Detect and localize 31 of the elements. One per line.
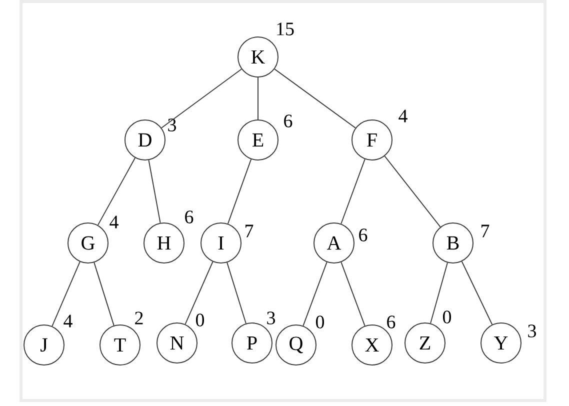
weight-label: 7 [246, 224, 254, 238]
weight-label: 6 [359, 228, 368, 242]
weight-label: 3 [168, 118, 176, 132]
weight-label: 3 [267, 312, 275, 324]
tree-edge [227, 158, 252, 224]
weight-label: 7 [482, 224, 490, 238]
tree-edge [384, 156, 441, 228]
tree-edge [430, 262, 448, 324]
weight-label: 4 [398, 110, 408, 122]
tree-edge [97, 157, 136, 226]
tree-edge [226, 262, 246, 324]
tree-edge [161, 68, 242, 128]
tree-edge [94, 262, 114, 326]
weight-label: 0 [442, 310, 452, 324]
weight-label: 6 [185, 210, 194, 224]
tree-edge [52, 261, 80, 327]
weight-label: 15 [277, 22, 294, 36]
weight-label: 4 [64, 314, 72, 328]
tree-edge [274, 68, 356, 128]
tree-edge [340, 158, 366, 224]
tree-edge [461, 260, 493, 325]
weight-label: 2 [135, 312, 143, 324]
weight-label: 0 [196, 314, 204, 326]
weight-label: 0 [316, 316, 324, 328]
weight-label: 3 [528, 324, 536, 338]
tree-edge [184, 261, 214, 325]
tree-edge [340, 262, 366, 326]
weight-label: 6 [284, 114, 292, 128]
tree-edge [302, 262, 328, 326]
weight-label: 4 [110, 216, 118, 228]
tree-edge [148, 160, 161, 224]
